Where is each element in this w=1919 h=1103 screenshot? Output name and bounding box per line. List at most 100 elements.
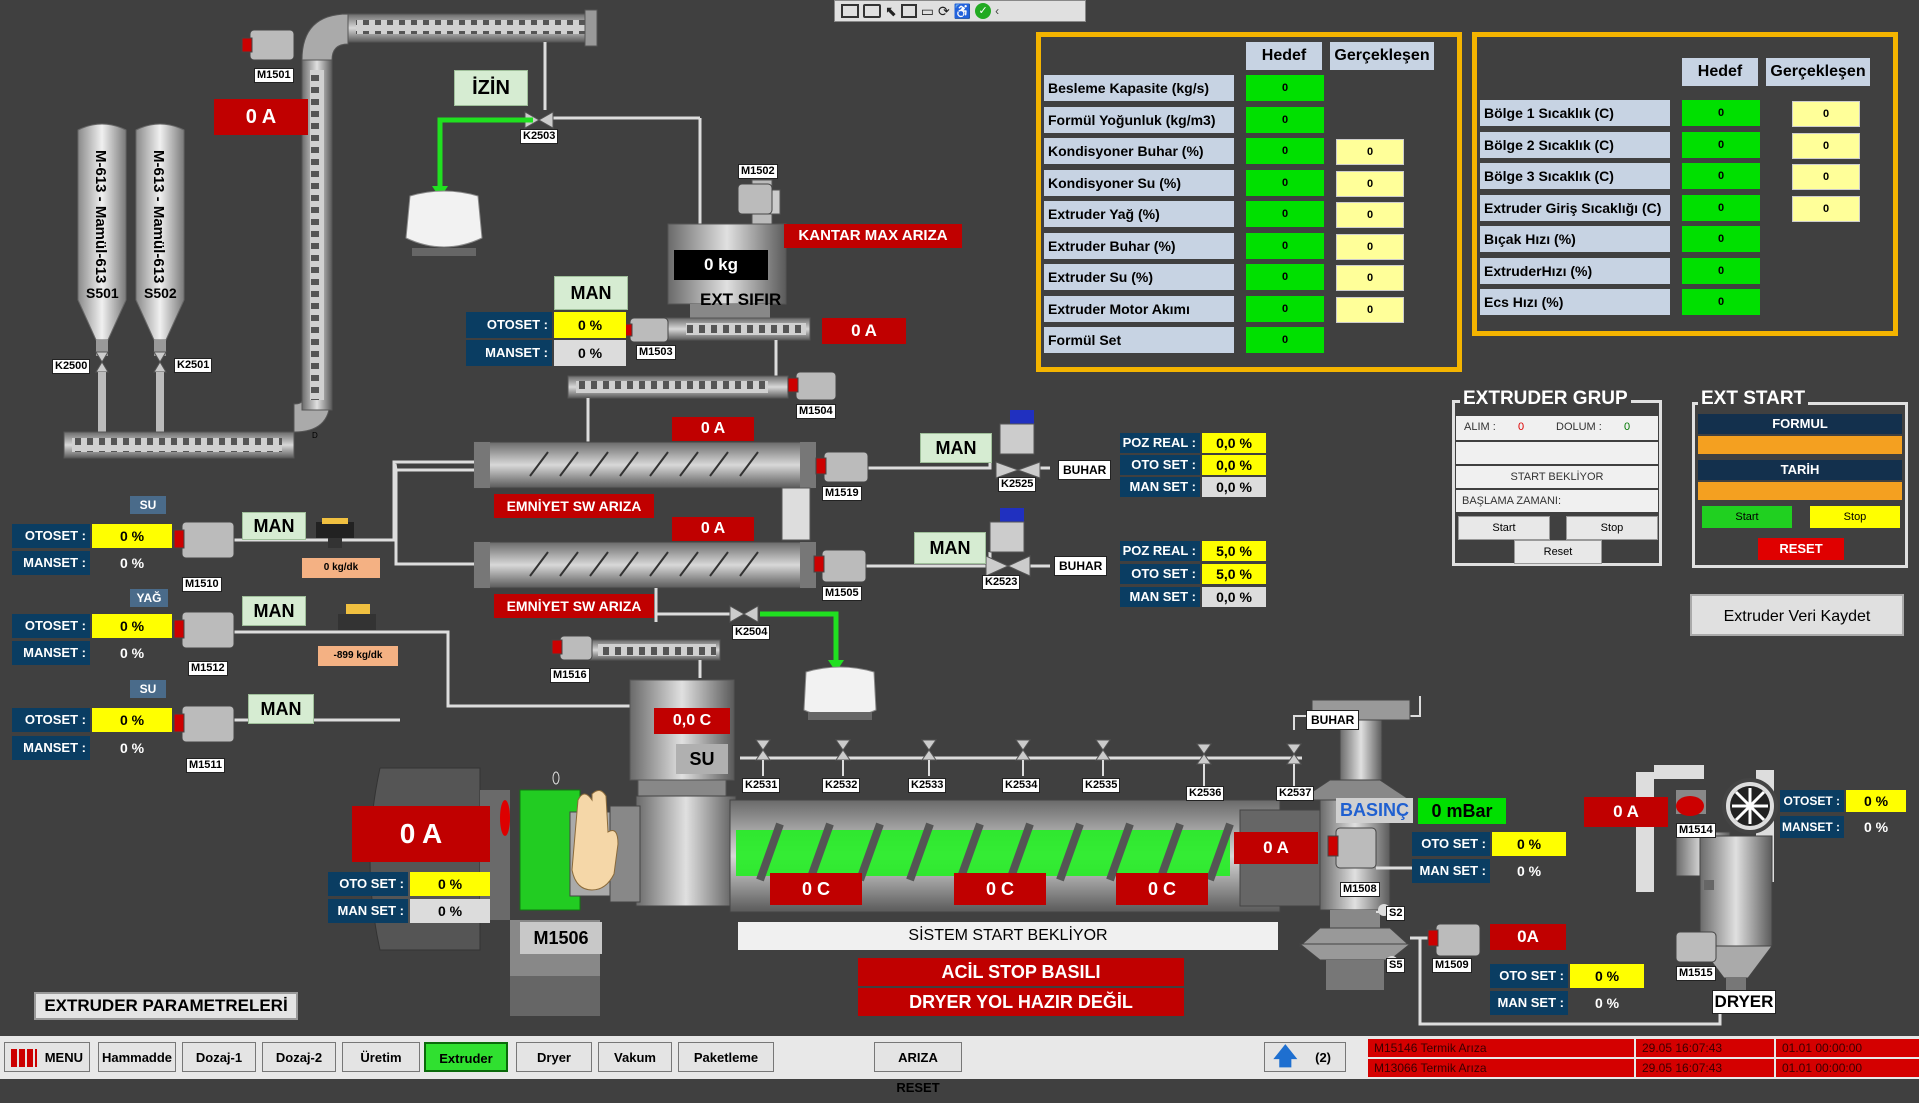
- pump-su1-otoset-value[interactable]: 0 %: [92, 524, 172, 548]
- scale-mode-button[interactable]: MAN: [554, 276, 628, 310]
- valve-k2523-tag[interactable]: K2523: [982, 575, 1021, 590]
- refresh-icon[interactable]: ⟳: [937, 2, 950, 19]
- pump-su1-mode[interactable]: MAN: [242, 512, 306, 540]
- panel1-row-target[interactable]: 0: [1246, 295, 1324, 322]
- motor-m1514-tag[interactable]: M1514: [1676, 823, 1716, 838]
- panel1-row-target[interactable]: 0: [1246, 169, 1324, 196]
- dryer-manset-value[interactable]: 0 %: [1846, 816, 1906, 838]
- record-icon[interactable]: [863, 4, 881, 18]
- pump-yag-otoset-value[interactable]: 0 %: [92, 614, 172, 638]
- nav-dryer[interactable]: Dryer: [516, 1042, 592, 1072]
- motor-m1503-tag[interactable]: M1503: [636, 345, 676, 360]
- window-icon[interactable]: [900, 4, 917, 18]
- panel2-row-target[interactable]: 0: [1682, 226, 1760, 252]
- pump-su2-manset-value[interactable]: 0 %: [92, 736, 172, 760]
- extruder-otoset-value[interactable]: 0 %: [410, 872, 490, 896]
- conditioner2-otoset-value[interactable]: 5,0 %: [1202, 564, 1266, 584]
- motor-m1519-tag[interactable]: M1519: [822, 486, 862, 501]
- valve-k2532-tag[interactable]: K2532: [822, 778, 861, 793]
- conditioner1-mode[interactable]: MAN: [920, 433, 992, 463]
- dryer-otoset-value[interactable]: 0 %: [1846, 790, 1906, 812]
- motor-m1505-tag[interactable]: M1505: [822, 586, 862, 601]
- pump-su2-otoset-value[interactable]: 0 %: [92, 708, 172, 732]
- motor-m1515-tag[interactable]: M1515: [1676, 966, 1716, 981]
- motor-m1501-tag[interactable]: M1501: [254, 68, 294, 83]
- valve-k2534-tag[interactable]: K2534: [1002, 778, 1041, 793]
- motor-m1508-tag[interactable]: M1508: [1340, 882, 1380, 897]
- pump-su1-manset-value[interactable]: 0 %: [92, 551, 172, 575]
- valve-k2503-tag[interactable]: K2503: [520, 129, 559, 144]
- panel2-row-target[interactable]: 0: [1682, 257, 1760, 284]
- conditioner1-manset-value[interactable]: 0,0 %: [1202, 477, 1266, 497]
- motor-m1516-tag[interactable]: M1516: [550, 668, 590, 683]
- alarm-row-1-text[interactable]: M15146 Termik Arıza: [1368, 1039, 1634, 1057]
- panel1-row-target[interactable]: 0: [1246, 327, 1324, 353]
- panel2-row-target[interactable]: 0: [1682, 131, 1760, 158]
- nav-extruder[interactable]: Extruder: [424, 1042, 508, 1072]
- scale-otoset-value[interactable]: 0 %: [554, 312, 626, 338]
- motor-m1502-tag[interactable]: M1502: [738, 164, 778, 179]
- extruder-grup-stop-button[interactable]: Stop: [1566, 516, 1658, 540]
- motor-m1512-tag[interactable]: M1512: [188, 661, 228, 676]
- panel2-row-target[interactable]: 0: [1682, 163, 1760, 189]
- m1509-manset-value[interactable]: 0 %: [1570, 991, 1644, 1015]
- valve-k2525-tag[interactable]: K2525: [998, 477, 1037, 492]
- nav-vakum[interactable]: Vakum: [598, 1042, 672, 1072]
- panel2-row-target[interactable]: 0: [1682, 100, 1760, 126]
- motor-m1506-label[interactable]: M1506: [520, 922, 602, 954]
- izin-indicator[interactable]: İZİN: [454, 70, 528, 106]
- motor-m1504-tag[interactable]: M1504: [796, 404, 836, 419]
- pump-yag-manset-value[interactable]: 0 %: [92, 641, 172, 665]
- valve-k2501-tag[interactable]: K2501: [174, 358, 213, 373]
- panel1-row-target[interactable]: 0: [1246, 138, 1324, 164]
- alarm-page-button[interactable]: 🡅 (2): [1264, 1042, 1346, 1072]
- panel1-row-target[interactable]: 0: [1246, 264, 1324, 290]
- panel1-row-target[interactable]: 0: [1246, 106, 1324, 133]
- knife-manset-value[interactable]: 0 %: [1492, 859, 1566, 883]
- m1509-otoset-value[interactable]: 0 %: [1570, 964, 1644, 988]
- alarm-row-2-text[interactable]: M13066 Termik Arıza: [1368, 1059, 1634, 1077]
- scale-manset-value[interactable]: 0 %: [554, 340, 626, 366]
- motor-m1511-tag[interactable]: M1511: [186, 758, 226, 773]
- nav-hammadde[interactable]: Hammadde: [98, 1042, 176, 1072]
- conditioner2-manset-value[interactable]: 0,0 %: [1202, 587, 1266, 607]
- ext-reset-button[interactable]: RESET: [1758, 538, 1844, 560]
- chevron-left-icon[interactable]: ‹: [995, 4, 1000, 18]
- valve-k2536-tag[interactable]: K2536: [1186, 786, 1225, 801]
- ext-sifir-button[interactable]: EXT SIFIR: [700, 290, 782, 309]
- panel1-row-target[interactable]: 0: [1246, 201, 1324, 227]
- valve-k2531-tag[interactable]: K2531: [742, 778, 781, 793]
- cursor-icon[interactable]: ⬉: [885, 2, 897, 19]
- nav-uretim[interactable]: Üretim: [342, 1042, 420, 1072]
- panel2-row-target[interactable]: 0: [1682, 194, 1760, 221]
- valve-k2533-tag[interactable]: K2533: [908, 778, 947, 793]
- check-icon[interactable]: ✓: [975, 3, 992, 19]
- motor-m1510-tag[interactable]: M1510: [182, 577, 222, 592]
- panel1-row-target[interactable]: 0: [1246, 232, 1324, 259]
- save-extruder-data-button[interactable]: Extruder Veri Kaydet: [1690, 594, 1904, 636]
- conditioner1-otoset-value[interactable]: 0,0 %: [1202, 455, 1266, 475]
- valve-k2537-tag[interactable]: K2537: [1276, 786, 1315, 801]
- extruder-grup-start-button[interactable]: Start: [1458, 516, 1550, 540]
- motor-m1509-tag[interactable]: M1509: [1432, 958, 1472, 973]
- ext-start-button[interactable]: Start: [1702, 506, 1792, 528]
- extruder-manset-value[interactable]: 0 %: [410, 899, 490, 923]
- extruder-grup-reset-button[interactable]: Reset: [1514, 540, 1602, 564]
- valve-k2500-tag[interactable]: K2500: [52, 359, 91, 374]
- extruder-params-button[interactable]: EXTRUDER PARAMETRELERİ: [34, 992, 298, 1020]
- nav-dozaj-2[interactable]: Dozaj-2: [262, 1042, 336, 1072]
- pump-yag-mode[interactable]: MAN: [242, 596, 306, 626]
- valve-k2535-tag[interactable]: K2535: [1082, 778, 1121, 793]
- conditioner2-mode[interactable]: MAN: [914, 532, 986, 564]
- panel1-row-target[interactable]: 0: [1246, 75, 1324, 101]
- accessibility-icon[interactable]: ♿: [953, 2, 972, 19]
- ext-stop-button[interactable]: Stop: [1810, 506, 1900, 528]
- nav-paketleme[interactable]: Paketleme: [678, 1042, 774, 1072]
- menu-button[interactable]: MENU: [4, 1042, 90, 1072]
- fault-reset-button[interactable]: ARIZA RESET: [874, 1042, 962, 1095]
- monitor-icon[interactable]: ▭: [920, 2, 934, 19]
- pump-su2-mode[interactable]: MAN: [248, 694, 314, 724]
- valve-k2504-tag[interactable]: K2504: [732, 625, 771, 640]
- nav-dozaj-1[interactable]: Dozaj-1: [182, 1042, 256, 1072]
- knife-otoset-value[interactable]: 0 %: [1492, 832, 1566, 856]
